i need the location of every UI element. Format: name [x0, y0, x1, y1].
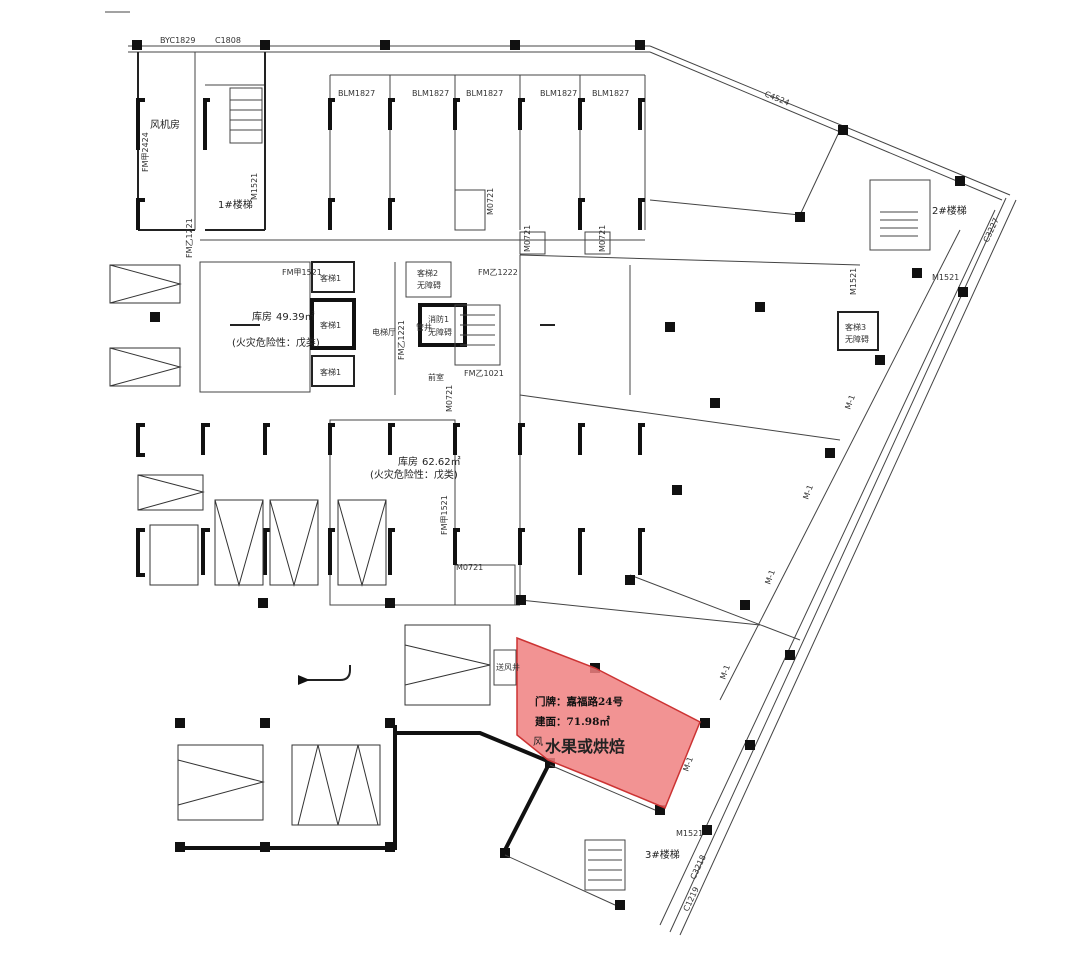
code-c1808: C1808	[215, 36, 241, 45]
code-blm-1: BLM1827	[338, 89, 375, 98]
code-byc: BYC1829	[160, 36, 195, 45]
code-blm-3: BLM1827	[466, 89, 503, 98]
cargo-3-sub: 无障碍	[845, 334, 869, 344]
elevator-1-label: 客梯1	[320, 273, 341, 283]
cargo-2-sub: 无障碍	[417, 280, 441, 290]
code-blm-5: BLM1827	[592, 89, 629, 98]
storage1-area: 49.39㎡	[276, 311, 315, 323]
storage2-area: 62.62㎡	[422, 456, 461, 468]
unit-use: 水果或烘焙	[545, 737, 625, 756]
elevator-labels: 客梯1 客梯1 客梯1 客梯2 无障碍 消防1 无障碍 客梯3 无障碍	[320, 268, 869, 377]
elevator-2-label: 客梯1	[320, 320, 341, 330]
code-m1c: M-1	[763, 569, 777, 586]
code-m0721c: M0721	[598, 225, 607, 252]
stair-3	[504, 764, 656, 906]
ramp-arrow	[298, 665, 351, 685]
unit-area: 建面：71.98㎡	[534, 715, 610, 728]
code-m1a: M-1	[843, 394, 857, 411]
unit-info: 门牌：嘉福路24号 建面：71.98㎡ 水果或烘焙	[534, 695, 625, 756]
code-m1d: M-1	[718, 664, 732, 681]
elevator-hall-label: 电梯厅	[372, 327, 396, 337]
code-blm-4: BLM1827	[540, 89, 577, 98]
unit-plate: 门牌：嘉福路24号	[535, 695, 623, 708]
code-m0721e: M0721	[456, 563, 483, 572]
code-fm1221: FM乙1221	[185, 218, 194, 258]
columns	[132, 40, 968, 910]
door-codes: BYC1829 C1808 BLM1827 BLM1827 BLM1827 BL…	[141, 36, 1001, 913]
storage2-name: 库房	[398, 455, 418, 468]
cargo-2-label: 客梯2	[417, 268, 438, 278]
code-m1b: M-1	[801, 484, 815, 501]
code-m1521c: M1521	[932, 273, 959, 282]
code-fm1021: FM乙1021	[464, 369, 504, 378]
code-m0721d: M0721	[445, 385, 454, 412]
fire-1-label: 消防1	[428, 314, 449, 324]
room-labels: 风机房 1#楼梯 2#楼梯 3#楼梯 库房 49.39㎡ (火灾危险性：戊类) …	[150, 118, 967, 861]
middle-rooms	[199, 129, 931, 641]
code-fm1221b: FM乙1221	[397, 320, 406, 360]
bracket-columns	[136, 98, 645, 577]
air-shaft-label: 送风井	[496, 662, 520, 672]
fan-room-label: 风机房	[150, 118, 180, 131]
air-shaft	[493, 649, 517, 686]
code-fm1222: FM乙1222	[478, 268, 518, 277]
cargo-3-label: 客梯3	[845, 322, 866, 332]
wind-label: 风	[533, 736, 543, 748]
storage2-hazard: (火灾危险性：戊类)	[370, 468, 458, 481]
highlighted-unit[interactable]	[516, 636, 701, 809]
storage1-hazard: (火灾危险性：戊类)	[232, 336, 320, 349]
outer-walls	[128, 45, 1017, 936]
storage1-name: 库房	[252, 310, 272, 323]
code-fm2424: FM甲2424	[141, 132, 150, 172]
code-m1521b: M1521	[849, 268, 858, 295]
parking-spaces	[109, 264, 491, 826]
code-blm-2: BLM1827	[412, 89, 449, 98]
ramp-walls	[180, 725, 553, 851]
fire-1-sub: 无障碍	[428, 327, 452, 337]
code-m0721a: M0721	[486, 188, 495, 215]
pipe-well-label: 管井	[416, 322, 432, 332]
elevator-3-label: 客梯1	[320, 367, 341, 377]
code-m1521d: M1521	[676, 829, 703, 838]
code-m0721b: M0721	[523, 225, 532, 252]
code-fm1521b: FM甲1521	[440, 495, 449, 535]
stair3-label: 3#楼梯	[645, 848, 680, 861]
front-room-label: 前室	[428, 372, 444, 382]
code-fm1521a: FM甲1521	[282, 268, 322, 277]
code-m1521a: M1521	[250, 173, 259, 200]
stair2-label: 2#楼梯	[932, 204, 967, 217]
stair1-label: 1#楼梯	[218, 198, 253, 211]
